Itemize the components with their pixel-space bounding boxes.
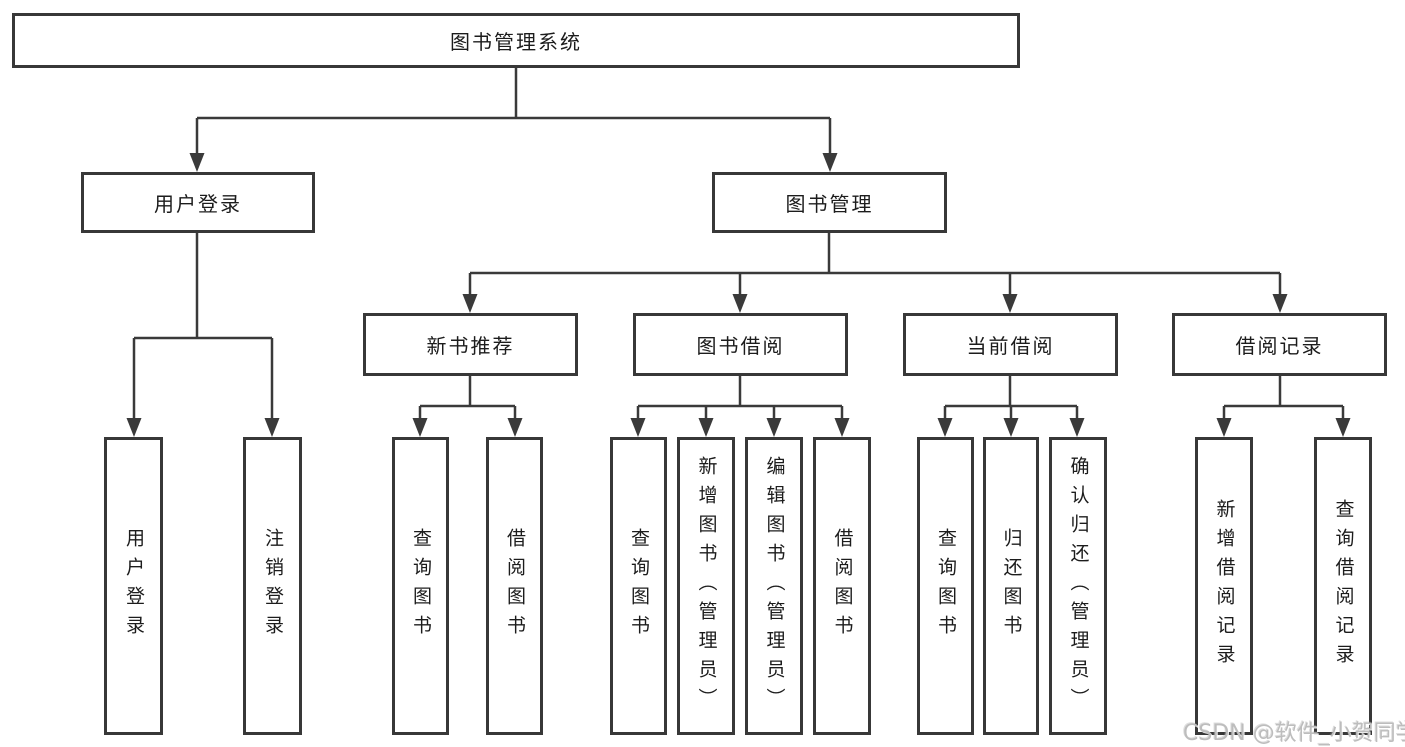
node-label: 查询图书 <box>410 528 432 644</box>
node-root-library-system: 图书管理系统 <box>12 13 1020 68</box>
leaf-query-books-recommend: 查询图书 <box>392 437 449 735</box>
leaf-return-books: 归还图书 <box>983 437 1039 735</box>
leaf-borrow-books-recommend: 借阅图书 <box>486 437 543 735</box>
node-label: 查询借阅记录 <box>1332 499 1355 673</box>
node-label: 新增图书（管理员） <box>695 455 718 717</box>
leaf-add-books-admin: 新增图书（管理员） <box>677 437 735 735</box>
leaf-add-borrow-record: 新增借阅记录 <box>1195 437 1253 735</box>
leaf-edit-books-admin: 编辑图书（管理员） <box>745 437 803 735</box>
leaf-query-books-current: 查询图书 <box>917 437 974 735</box>
node-label: 借阅图书 <box>504 528 526 644</box>
leaf-user-login: 用户登录 <box>104 437 163 735</box>
node-label: 归还图书 <box>1000 528 1023 644</box>
leaf-confirm-return-admin: 确认归还（管理员） <box>1049 437 1107 735</box>
leaf-query-books-borrowing: 查询图书 <box>610 437 667 735</box>
leaf-borrow-books-borrowing: 借阅图书 <box>813 437 871 735</box>
node-label: 当前借阅 <box>966 334 1055 358</box>
node-label: 新增借阅记录 <box>1213 499 1236 673</box>
node-label: 查询图书 <box>935 528 957 644</box>
node-current-borrowing: 当前借阅 <box>903 313 1118 376</box>
node-book-management: 图书管理 <box>712 172 947 233</box>
node-borrowing-records: 借阅记录 <box>1172 313 1387 376</box>
node-label: 新书推荐 <box>426 334 515 358</box>
leaf-query-borrow-record: 查询借阅记录 <box>1314 437 1372 735</box>
node-label: 图书管理 <box>785 192 874 216</box>
node-label: 注销登录 <box>262 528 284 644</box>
node-user-login: 用户登录 <box>81 172 315 233</box>
node-new-book-recommendation: 新书推荐 <box>363 313 578 376</box>
node-label: 用户登录 <box>123 528 145 644</box>
node-label: 借阅记录 <box>1235 334 1324 358</box>
csdn-watermark: CSDN @软件_小贺同学 <box>1183 721 1405 746</box>
node-label: 查询图书 <box>628 528 650 644</box>
leaf-logout: 注销登录 <box>243 437 302 735</box>
arrowhead-icons <box>126 153 1351 437</box>
node-label: 确认归还（管理员） <box>1067 455 1090 717</box>
node-label: 用户登录 <box>154 192 242 216</box>
node-label: 编辑图书（管理员） <box>763 455 786 717</box>
node-label: 图书借阅 <box>696 334 785 358</box>
node-book-borrowing: 图书借阅 <box>633 313 848 376</box>
node-label: 图书管理系统 <box>450 30 582 54</box>
node-label: 借阅图书 <box>831 528 854 644</box>
